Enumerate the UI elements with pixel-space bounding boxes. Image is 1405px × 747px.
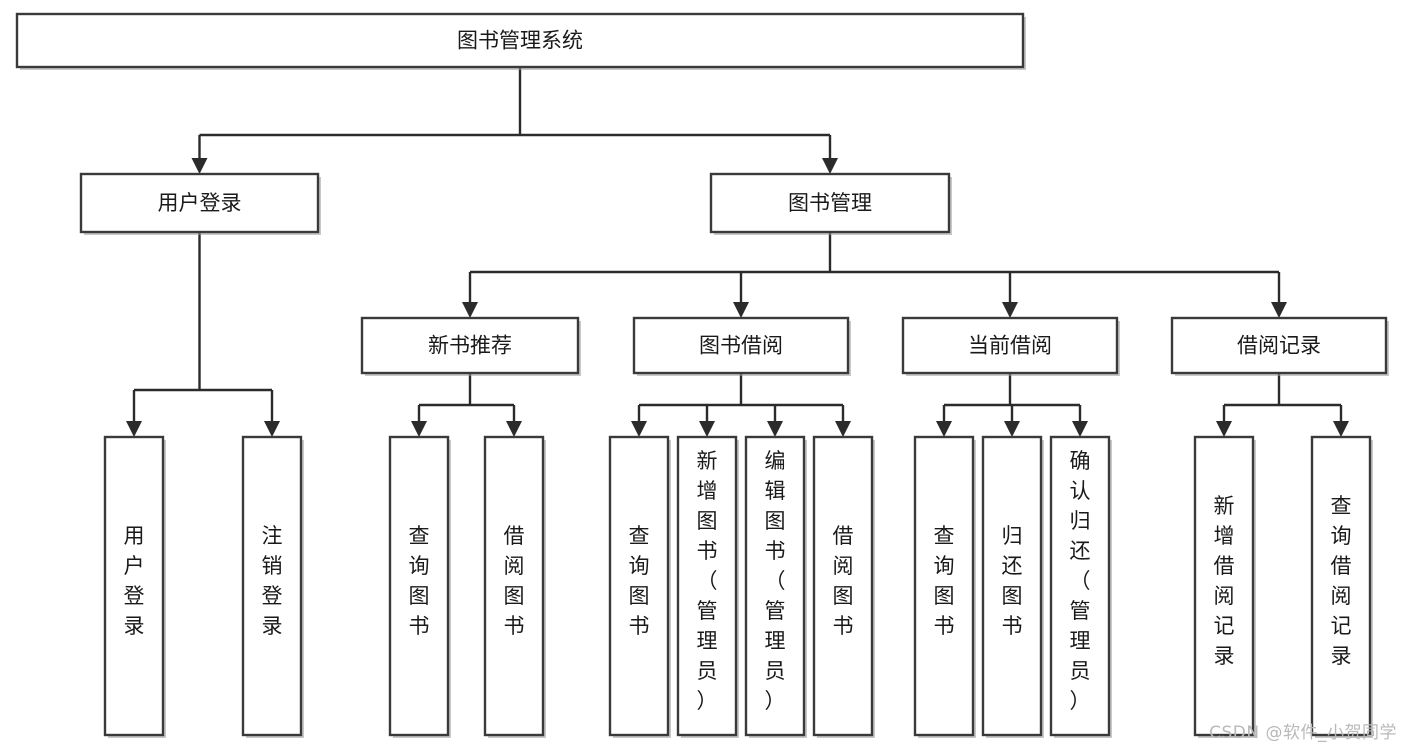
leaf-logout-label: 注销登录 — [262, 524, 283, 638]
leaf-borrow-book-1-box[interactable] — [483, 435, 545, 737]
leaf-user-login[interactable]: 用户登录 — [103, 435, 165, 737]
leaf-borrow-book-2-label: 借阅图书 — [833, 524, 854, 638]
leaf-return-book[interactable]: 归还图书 — [981, 435, 1043, 737]
edge-root-branch-0-arrowhead — [191, 158, 208, 174]
node-current-borrow-box[interactable] — [901, 316, 1119, 375]
leaf-user-login-label: 用户登录 — [124, 524, 145, 638]
leaf-return-book-box[interactable] — [981, 435, 1043, 737]
edge-borrow-record-branch-1-arrowhead — [1333, 421, 1349, 437]
leaf-confirm-return-box[interactable] — [1049, 435, 1111, 737]
node-borrow-record-label: 借阅记录 — [1237, 334, 1321, 358]
edge-current-borrow-branch-1-arrowhead — [1004, 421, 1020, 437]
leaf-add-book[interactable]: 新增图书（管理员） — [676, 435, 738, 737]
node-current-borrow-label: 当前借阅 — [968, 334, 1052, 358]
node-user-login[interactable]: 用户登录 — [79, 172, 320, 234]
node-borrow-record-box[interactable] — [1170, 316, 1388, 375]
leaf-query-book-3-box[interactable] — [913, 435, 975, 737]
edge-current-borrow-branch-2-arrowhead — [1072, 421, 1088, 437]
leaf-add-record-label: 新增借阅记录 — [1214, 494, 1235, 668]
leaf-borrow-book-1[interactable]: 借阅图书 — [483, 435, 545, 737]
leaf-logout[interactable]: 注销登录 — [241, 435, 303, 737]
node-root-label: 图书管理系统 — [457, 29, 583, 53]
leaf-query-book-1[interactable]: 查询图书 — [388, 435, 450, 737]
leaf-borrow-book-1-label: 借阅图书 — [504, 524, 525, 638]
leaf-query-record[interactable]: 查询借阅记录 — [1310, 435, 1372, 737]
leaf-confirm-return-label: 确认归还（管理员） — [1070, 449, 1091, 713]
edge-book-manage-branch-1-arrowhead — [733, 302, 749, 318]
edge-borrow-record-branch-0-arrowhead — [1216, 421, 1232, 437]
node-book-manage[interactable]: 图书管理 — [709, 172, 951, 234]
leaf-query-book-2[interactable]: 查询图书 — [608, 435, 670, 737]
leaf-borrow-book-2-box[interactable] — [812, 435, 874, 737]
leaf-add-book-label: 新增图书（管理员） — [697, 449, 718, 713]
edge-book-borrow-branch-0-arrowhead — [631, 421, 647, 437]
edge-new-book-branch-0-arrowhead — [411, 421, 427, 437]
leaf-add-record-box[interactable] — [1193, 435, 1255, 737]
edge-book-manage-branch-3-arrowhead — [1271, 302, 1287, 318]
edge-book-manage-branch-0-arrowhead — [462, 302, 478, 318]
leaf-query-book-2-box[interactable] — [608, 435, 670, 737]
edge-user-login-branch-0-arrowhead — [126, 421, 142, 437]
leaf-add-book-box[interactable] — [676, 435, 738, 737]
leaf-logout-box[interactable] — [241, 435, 303, 737]
leaf-query-book-2-label: 查询图书 — [629, 524, 650, 638]
leaf-query-book-1-box[interactable] — [388, 435, 450, 737]
node-root-box[interactable] — [15, 12, 1025, 69]
edge-book-borrow-branch-1-arrowhead — [699, 421, 715, 437]
leaf-edit-book-box[interactable] — [744, 435, 806, 737]
node-book-manage-label: 图书管理 — [788, 191, 872, 215]
node-new-book-recommend[interactable]: 新书推荐 — [360, 316, 580, 375]
leaf-query-book-1-label: 查询图书 — [409, 524, 430, 638]
node-layer: 图书管理系统用户登录图书管理新书推荐图书借阅当前借阅借阅记录用户登录注销登录查询… — [15, 12, 1389, 738]
leaf-borrow-book-2[interactable]: 借阅图书 — [812, 435, 874, 737]
edge-root-branch-1-arrowhead — [822, 158, 838, 174]
edge-book-manage-branch-2-arrowhead — [1002, 302, 1018, 318]
node-new-book-recommend-label: 新书推荐 — [428, 334, 512, 358]
leaf-query-record-box[interactable] — [1310, 435, 1372, 737]
node-book-borrow-label: 图书借阅 — [699, 334, 783, 358]
leaf-edit-book[interactable]: 编辑图书（管理员） — [744, 435, 806, 737]
node-book-manage-box[interactable] — [709, 172, 951, 234]
node-new-book-recommend-box[interactable] — [360, 316, 580, 375]
leaf-query-book-3-label: 查询图书 — [934, 524, 955, 638]
leaf-add-record[interactable]: 新增借阅记录 — [1193, 435, 1255, 737]
node-borrow-record[interactable]: 借阅记录 — [1170, 316, 1388, 375]
edge-layer — [126, 67, 1349, 437]
node-user-login-box[interactable] — [79, 172, 320, 234]
node-user-login-label: 用户登录 — [158, 191, 242, 215]
edge-user-login-branch-1-arrowhead — [264, 421, 280, 437]
node-root[interactable]: 图书管理系统 — [15, 12, 1025, 69]
node-book-borrow-box[interactable] — [632, 316, 850, 375]
leaf-query-record-label: 查询借阅记录 — [1331, 494, 1352, 668]
leaf-query-book-3[interactable]: 查询图书 — [913, 435, 975, 737]
edge-book-borrow-branch-3-arrowhead — [835, 421, 851, 437]
node-current-borrow[interactable]: 当前借阅 — [901, 316, 1119, 375]
leaf-user-login-box[interactable] — [103, 435, 165, 737]
leaf-edit-book-label: 编辑图书（管理员） — [765, 449, 786, 713]
leaf-return-book-label: 归还图书 — [1002, 524, 1023, 638]
edge-book-borrow-branch-2-arrowhead — [767, 421, 783, 437]
edge-current-borrow-branch-0-arrowhead — [936, 421, 952, 437]
edge-new-book-branch-1-arrowhead — [506, 421, 522, 437]
leaf-confirm-return[interactable]: 确认归还（管理员） — [1049, 435, 1111, 737]
node-book-borrow[interactable]: 图书借阅 — [632, 316, 850, 375]
